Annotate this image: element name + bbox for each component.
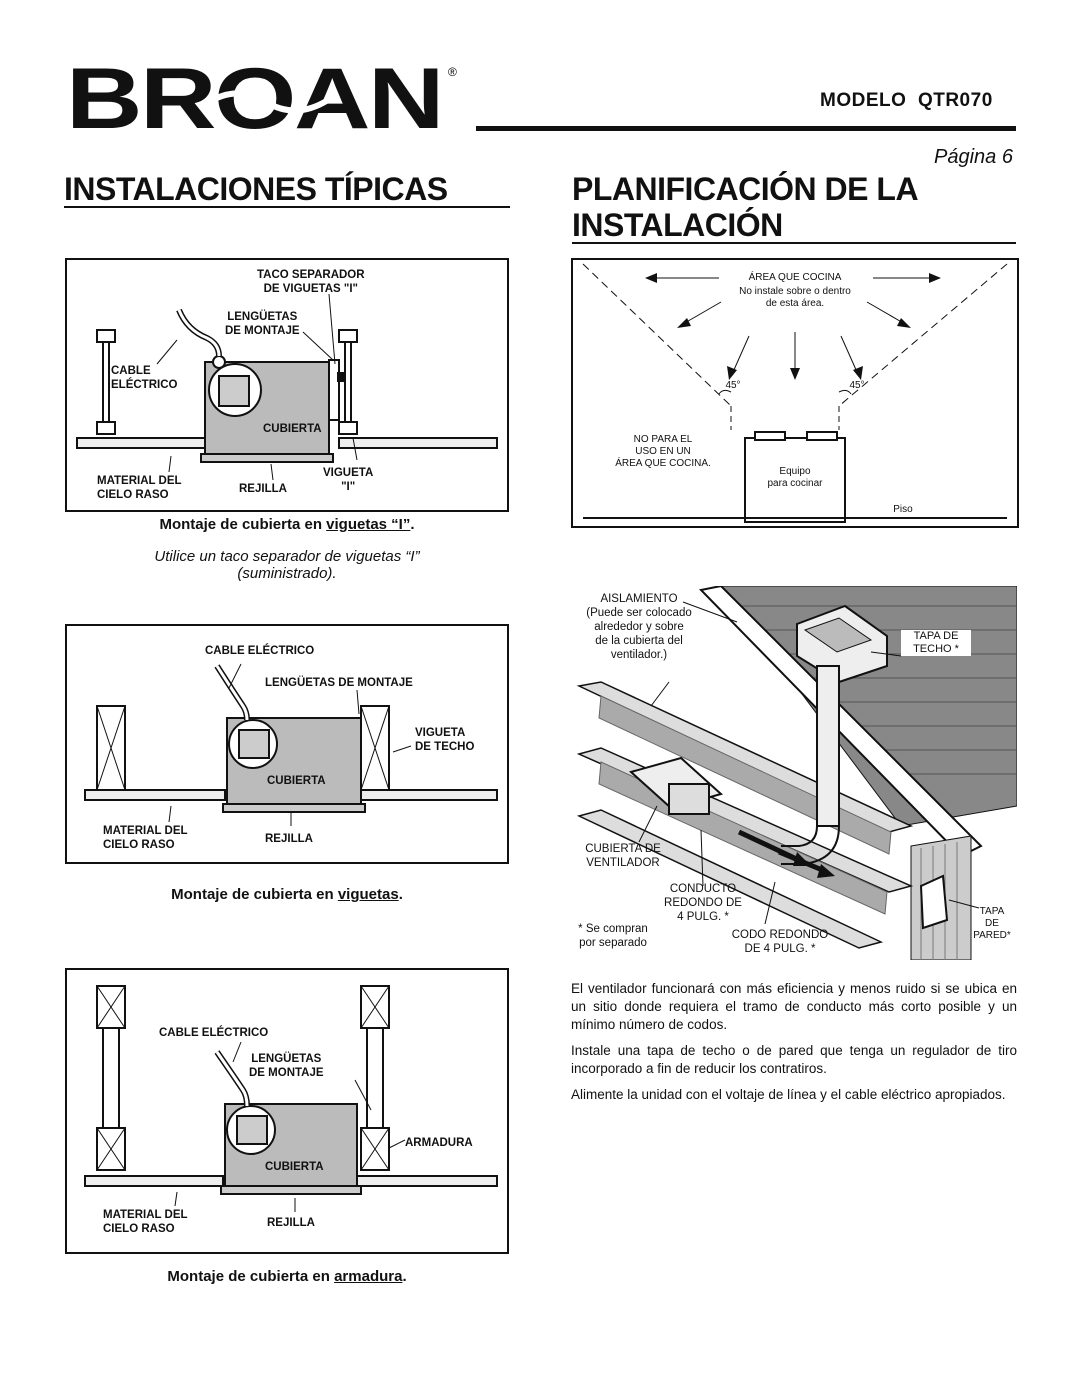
figure-joist-mount: CABLE ELÉCTRICO LENGÜETAS DE MONTAJE VIG…	[65, 624, 509, 864]
right-section-title-1: PLANIFICACIÓN DE LA	[572, 171, 919, 207]
fig2-caption: Montaje de cubierta en viguetas.	[171, 886, 403, 903]
fig1-caption: Montaje de cubierta en viguetas “I”.	[159, 516, 415, 533]
label-cubierta: CUBIERTA	[263, 423, 322, 435]
label-angle-left: 45°	[725, 380, 741, 391]
figure-cooking-area: ÁREA QUE COCINA No instale sobre o dentr…	[571, 258, 1019, 528]
page-number: Página 6	[934, 146, 1013, 168]
paragraph: Instale una tapa de techo o de pared que…	[571, 1043, 1017, 1076]
brand-wordmark: BROAN	[66, 64, 442, 136]
right-title-rule	[572, 242, 1016, 244]
label-angle-right: 45°	[849, 380, 865, 391]
model-number: QTR070	[917, 90, 993, 111]
fig3-caption: Montaje de cubierta en armadura.	[167, 1268, 407, 1285]
left-section-title: INSTALACIONES TÍPICAS	[64, 171, 448, 207]
label-vigueta: VIGUETA"I"	[323, 467, 374, 493]
right-section-title-2: INSTALACIÓN	[572, 207, 783, 243]
label-area-que-cocina: ÁREA QUE COCINA	[748, 272, 842, 283]
label-cable-electrico: CABLE ELÉCTRICO	[159, 1027, 269, 1039]
model-label: MODELO	[820, 90, 907, 111]
registered-mark: ®	[448, 65, 457, 79]
model-line: MODELO QTR070	[820, 90, 993, 112]
label-cubierta: CUBIERTA	[265, 1161, 324, 1173]
label-rejilla: REJILLA	[265, 833, 313, 845]
left-title-rule	[64, 206, 510, 208]
paragraph: El ventilador funcionará con más eficien…	[571, 981, 1017, 1032]
paragraph: Alimente la unidad con el voltaje de lín…	[571, 1087, 1006, 1102]
label-lenguetas-de-montaje: LENGÜETAS DE MONTAJE	[265, 677, 413, 689]
label-rejilla: REJILLA	[239, 483, 287, 495]
fig1-note: Utilice un taco separador de viguetas “I…	[154, 548, 420, 582]
label-rejilla: REJILLA	[267, 1217, 315, 1229]
label-armadura: ARMADURA	[405, 1137, 473, 1149]
planning-text: El ventilador funcionará con más eficien…	[571, 980, 1017, 1104]
label-piso: Piso	[893, 504, 913, 515]
label-cable-electrico: CABLE ELÉCTRICO	[205, 645, 315, 657]
header-rule	[476, 126, 1016, 131]
brand-logo: BROAN ®	[66, 64, 466, 136]
label-cubierta: CUBIERTA	[267, 775, 326, 787]
